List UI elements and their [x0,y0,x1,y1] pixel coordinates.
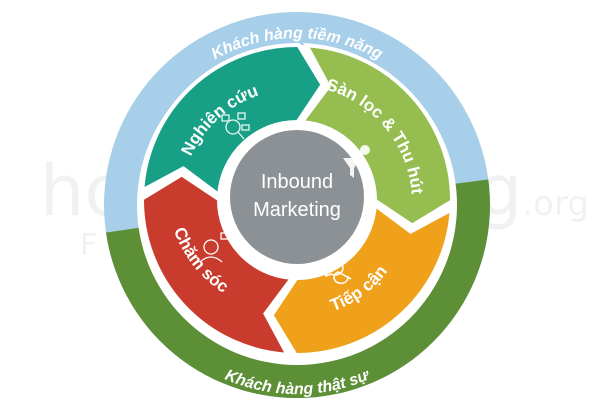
center-label-line2: Marketing [253,199,341,221]
segment-reach [269,200,454,357]
support-agent-icon [199,232,230,263]
funnel-icon [343,145,370,178]
segment-care [140,172,297,357]
center-label-line1: Inbound [261,171,333,193]
center-circle [230,130,364,264]
chat-icon [325,260,352,285]
research-icon [221,112,250,140]
segment-filter-attract [297,43,454,228]
